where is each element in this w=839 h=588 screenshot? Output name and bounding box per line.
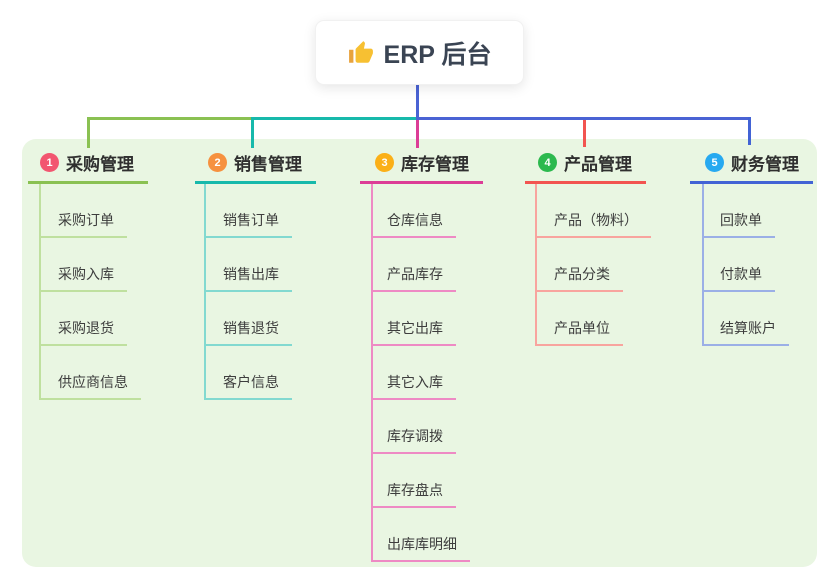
child-topic[interactable]: 产品分类 xyxy=(537,238,623,292)
branch-4: 4 产品管理 产品（物料） 产品分类产品单位 xyxy=(525,150,651,346)
child-label: 供应商信息 xyxy=(41,372,141,400)
branch-topic[interactable]: 5 财务管理 xyxy=(690,150,813,184)
boundary-panel xyxy=(22,139,817,567)
branch-topic[interactable]: 1 采购管理 xyxy=(28,150,148,184)
child-label: 销售出库 xyxy=(206,264,292,292)
branch-label: 采购管理 xyxy=(66,155,134,174)
child-topic[interactable]: 采购订单 xyxy=(41,184,127,238)
child-label: 产品库存 xyxy=(373,264,456,292)
priority-badge: 3 xyxy=(375,153,394,172)
branch-topic[interactable]: 3 库存管理 xyxy=(360,150,483,184)
child-topic[interactable]: 其它入库 xyxy=(373,346,456,400)
branch-children: 采购订单采购入库采购退货供应商信息 xyxy=(39,184,141,400)
hline-blue xyxy=(416,117,751,120)
child-label: 仓库信息 xyxy=(373,210,456,238)
child-topic[interactable]: 销售出库 xyxy=(206,238,292,292)
child-label: 回款单 xyxy=(704,210,775,238)
child-topic[interactable]: 销售退货 xyxy=(206,292,292,346)
child-topic[interactable]: 销售订单 xyxy=(206,184,292,238)
priority-badge: 2 xyxy=(208,153,227,172)
drop-line-1 xyxy=(87,117,90,148)
child-topic[interactable]: 产品（物料） xyxy=(537,184,651,238)
child-label: 产品（物料） xyxy=(537,210,651,238)
child-label: 产品单位 xyxy=(537,318,623,346)
branch-children: 回款单付款单结算账户 xyxy=(702,184,789,346)
child-label: 客户信息 xyxy=(206,372,292,400)
branch-2: 2 销售管理 销售订单销售出库销售退货客户信息 xyxy=(195,150,316,400)
branch-children: 仓库信息产品库存其它出库其它入库库存调拨库存盘点出库库明细 xyxy=(371,184,470,562)
root-drop-line xyxy=(416,83,419,120)
child-label: 采购入库 xyxy=(41,264,127,292)
child-label: 产品分类 xyxy=(537,264,623,292)
branch-5: 5 财务管理 回款单付款单结算账户 xyxy=(690,150,813,346)
root-label: ERP 后台 xyxy=(383,40,492,69)
child-topic[interactable]: 库存盘点 xyxy=(373,454,456,508)
child-label: 其它出库 xyxy=(373,318,456,346)
child-label: 出库库明细 xyxy=(373,534,470,562)
child-topic[interactable]: 客户信息 xyxy=(206,346,292,400)
root-node[interactable]: ERP 后台 xyxy=(315,20,524,85)
child-topic[interactable]: 采购退货 xyxy=(41,292,127,346)
branch-label: 产品管理 xyxy=(564,155,632,174)
branch-label: 销售管理 xyxy=(234,155,302,174)
child-topic[interactable]: 结算账户 xyxy=(704,292,789,346)
child-label: 采购订单 xyxy=(41,210,127,238)
child-topic[interactable]: 付款单 xyxy=(704,238,775,292)
priority-badge: 1 xyxy=(40,153,59,172)
child-topic[interactable]: 出库库明细 xyxy=(373,508,470,562)
child-topic[interactable]: 采购入库 xyxy=(41,238,127,292)
child-topic[interactable]: 仓库信息 xyxy=(373,184,456,238)
child-label: 库存调拨 xyxy=(373,426,456,454)
child-label: 采购退货 xyxy=(41,318,127,346)
child-topic[interactable]: 供应商信息 xyxy=(41,346,141,400)
branch-topic[interactable]: 4 产品管理 xyxy=(525,150,646,184)
child-label: 其它入库 xyxy=(373,372,456,400)
branch-label: 财务管理 xyxy=(731,155,799,174)
branch-label: 库存管理 xyxy=(401,155,469,174)
hline-green xyxy=(87,117,253,120)
child-topic[interactable]: 库存调拨 xyxy=(373,400,456,454)
branch-children: 销售订单销售出库销售退货客户信息 xyxy=(204,184,292,400)
child-label: 销售订单 xyxy=(206,210,292,238)
child-label: 库存盘点 xyxy=(373,480,456,508)
drop-line-2 xyxy=(251,117,254,148)
child-topic[interactable]: 回款单 xyxy=(704,184,775,238)
drop-line-5 xyxy=(748,117,751,145)
child-label: 销售退货 xyxy=(206,318,292,346)
branch-3: 3 库存管理 仓库信息产品库存其它出库其它入库库存调拨库存盘点出库库明细 xyxy=(360,150,483,562)
thumbs-up-icon xyxy=(348,40,374,66)
branch-children: 产品（物料） 产品分类产品单位 xyxy=(535,184,651,346)
branch-topic[interactable]: 2 销售管理 xyxy=(195,150,316,184)
child-topic[interactable]: 产品单位 xyxy=(537,292,623,346)
child-topic[interactable]: 其它出库 xyxy=(373,292,456,346)
priority-badge: 4 xyxy=(538,153,557,172)
branch-1: 1 采购管理 采购订单采购入库采购退货供应商信息 xyxy=(28,150,148,400)
drop-line-4 xyxy=(583,120,586,147)
child-label: 结算账户 xyxy=(704,318,789,346)
child-topic[interactable]: 产品库存 xyxy=(373,238,456,292)
child-label: 付款单 xyxy=(704,264,775,292)
priority-badge: 5 xyxy=(705,153,724,172)
drop-line-3 xyxy=(416,120,419,148)
hline-teal xyxy=(251,117,417,120)
